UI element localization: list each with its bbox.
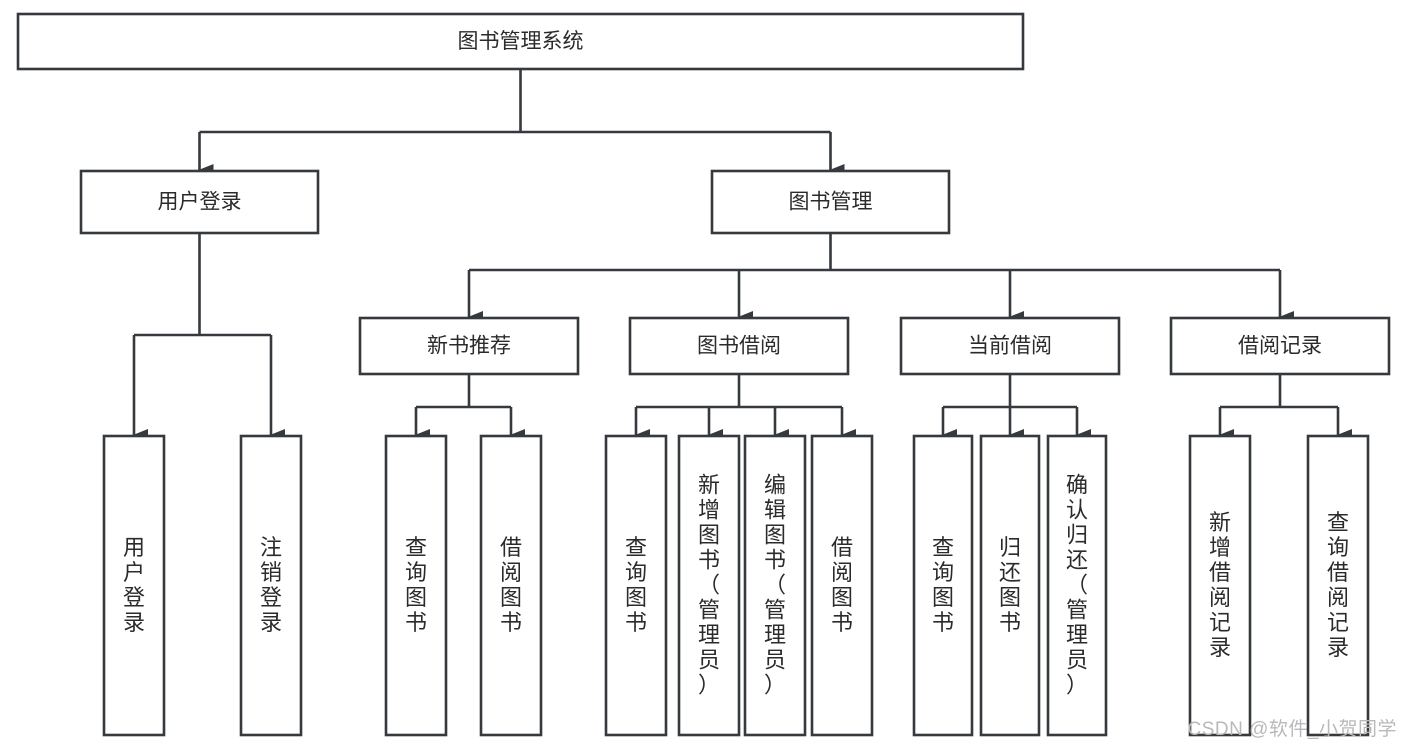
node-label-leaf-add-record: 新增借阅记录 xyxy=(1209,510,1231,660)
node-leaf-query-book-3[interactable]: 查询图书 xyxy=(912,434,974,737)
node-box-borrow-record[interactable] xyxy=(1169,316,1391,376)
node-leaf-logout-login[interactable]: 注销登录 xyxy=(239,434,303,737)
node-label-leaf-user-login: 用户登录 xyxy=(123,535,145,635)
node-box-leaf-confirm-return[interactable] xyxy=(1046,434,1108,737)
node-leaf-return-book[interactable]: 归还图书 xyxy=(979,434,1041,737)
node-label-current-borrow: 当前借阅 xyxy=(968,335,1052,358)
node-leaf-add-book[interactable]: 新增图书（管理员） xyxy=(677,434,741,737)
node-label-new-book-recommend: 新书推荐 xyxy=(427,335,511,358)
node-box-leaf-borrow-book-1[interactable] xyxy=(479,434,543,737)
node-box-leaf-add-book[interactable] xyxy=(677,434,741,737)
node-box-book-borrow[interactable] xyxy=(628,316,850,376)
node-label-leaf-borrow-book-2: 借阅图书 xyxy=(831,535,853,635)
node-leaf-query-record[interactable]: 查询借阅记录 xyxy=(1306,434,1370,737)
node-box-leaf-edit-book[interactable] xyxy=(743,434,807,737)
node-user-login[interactable]: 用户登录 xyxy=(79,169,320,235)
node-leaf-edit-book[interactable]: 编辑图书（管理员） xyxy=(743,434,807,737)
node-box-current-borrow[interactable] xyxy=(899,316,1121,376)
node-label-root: 图书管理系统 xyxy=(458,30,584,53)
node-label-leaf-return-book: 归还图书 xyxy=(999,535,1021,635)
node-borrow-record[interactable]: 借阅记录 xyxy=(1169,316,1391,376)
node-box-leaf-return-book[interactable] xyxy=(979,434,1041,737)
node-box-book-management[interactable] xyxy=(710,169,951,235)
node-leaf-borrow-book-1[interactable]: 借阅图书 xyxy=(479,434,543,737)
node-label-borrow-record: 借阅记录 xyxy=(1238,335,1322,358)
node-box-leaf-query-book-2[interactable] xyxy=(604,434,668,737)
node-label-leaf-borrow-book-1: 借阅图书 xyxy=(500,535,522,635)
node-label-leaf-logout-login: 注销登录 xyxy=(260,535,282,635)
node-label-leaf-query-book-2: 查询图书 xyxy=(625,535,647,635)
node-label-leaf-query-book-3: 查询图书 xyxy=(932,535,954,635)
node-label-book-borrow: 图书借阅 xyxy=(697,335,781,358)
node-leaf-query-book-2[interactable]: 查询图书 xyxy=(604,434,668,737)
node-box-leaf-logout-login[interactable] xyxy=(239,434,303,737)
node-label-leaf-query-record: 查询借阅记录 xyxy=(1327,510,1349,660)
connector-lines xyxy=(132,69,1352,441)
node-box-root[interactable] xyxy=(16,12,1025,71)
node-box-leaf-user-login[interactable] xyxy=(102,434,166,737)
node-box-new-book-recommend[interactable] xyxy=(358,316,580,376)
node-leaf-query-book-1[interactable]: 查询图书 xyxy=(384,434,448,737)
node-box-leaf-query-record[interactable] xyxy=(1306,434,1370,737)
node-label-leaf-edit-book: 编辑图书（管理员） xyxy=(764,473,786,698)
node-leaf-confirm-return[interactable]: 确认归还（管理员） xyxy=(1046,434,1108,737)
node-box-leaf-add-record[interactable] xyxy=(1188,434,1252,737)
node-root[interactable]: 图书管理系统 xyxy=(16,12,1025,71)
node-box-leaf-query-book-3[interactable] xyxy=(912,434,974,737)
node-box-user-login[interactable] xyxy=(79,169,320,235)
node-leaf-add-record[interactable]: 新增借阅记录 xyxy=(1188,434,1252,737)
node-boxes: 图书管理系统用户登录图书管理新书推荐图书借阅当前借阅借阅记录用户登录注销登录查询… xyxy=(16,12,1391,737)
node-current-borrow[interactable]: 当前借阅 xyxy=(899,316,1121,376)
node-leaf-user-login[interactable]: 用户登录 xyxy=(102,434,166,737)
node-label-user-login: 用户登录 xyxy=(158,191,242,214)
node-box-leaf-query-book-1[interactable] xyxy=(384,434,448,737)
node-label-leaf-query-book-1: 查询图书 xyxy=(405,535,427,635)
node-label-book-management: 图书管理 xyxy=(789,191,873,214)
node-box-leaf-borrow-book-2[interactable] xyxy=(810,434,874,737)
node-new-book-recommend[interactable]: 新书推荐 xyxy=(358,316,580,376)
node-label-leaf-add-book: 新增图书（管理员） xyxy=(698,473,720,698)
node-book-borrow[interactable]: 图书借阅 xyxy=(628,316,850,376)
node-leaf-borrow-book-2[interactable]: 借阅图书 xyxy=(810,434,874,737)
node-label-leaf-confirm-return: 确认归还（管理员） xyxy=(1066,473,1088,698)
node-book-management[interactable]: 图书管理 xyxy=(710,169,951,235)
